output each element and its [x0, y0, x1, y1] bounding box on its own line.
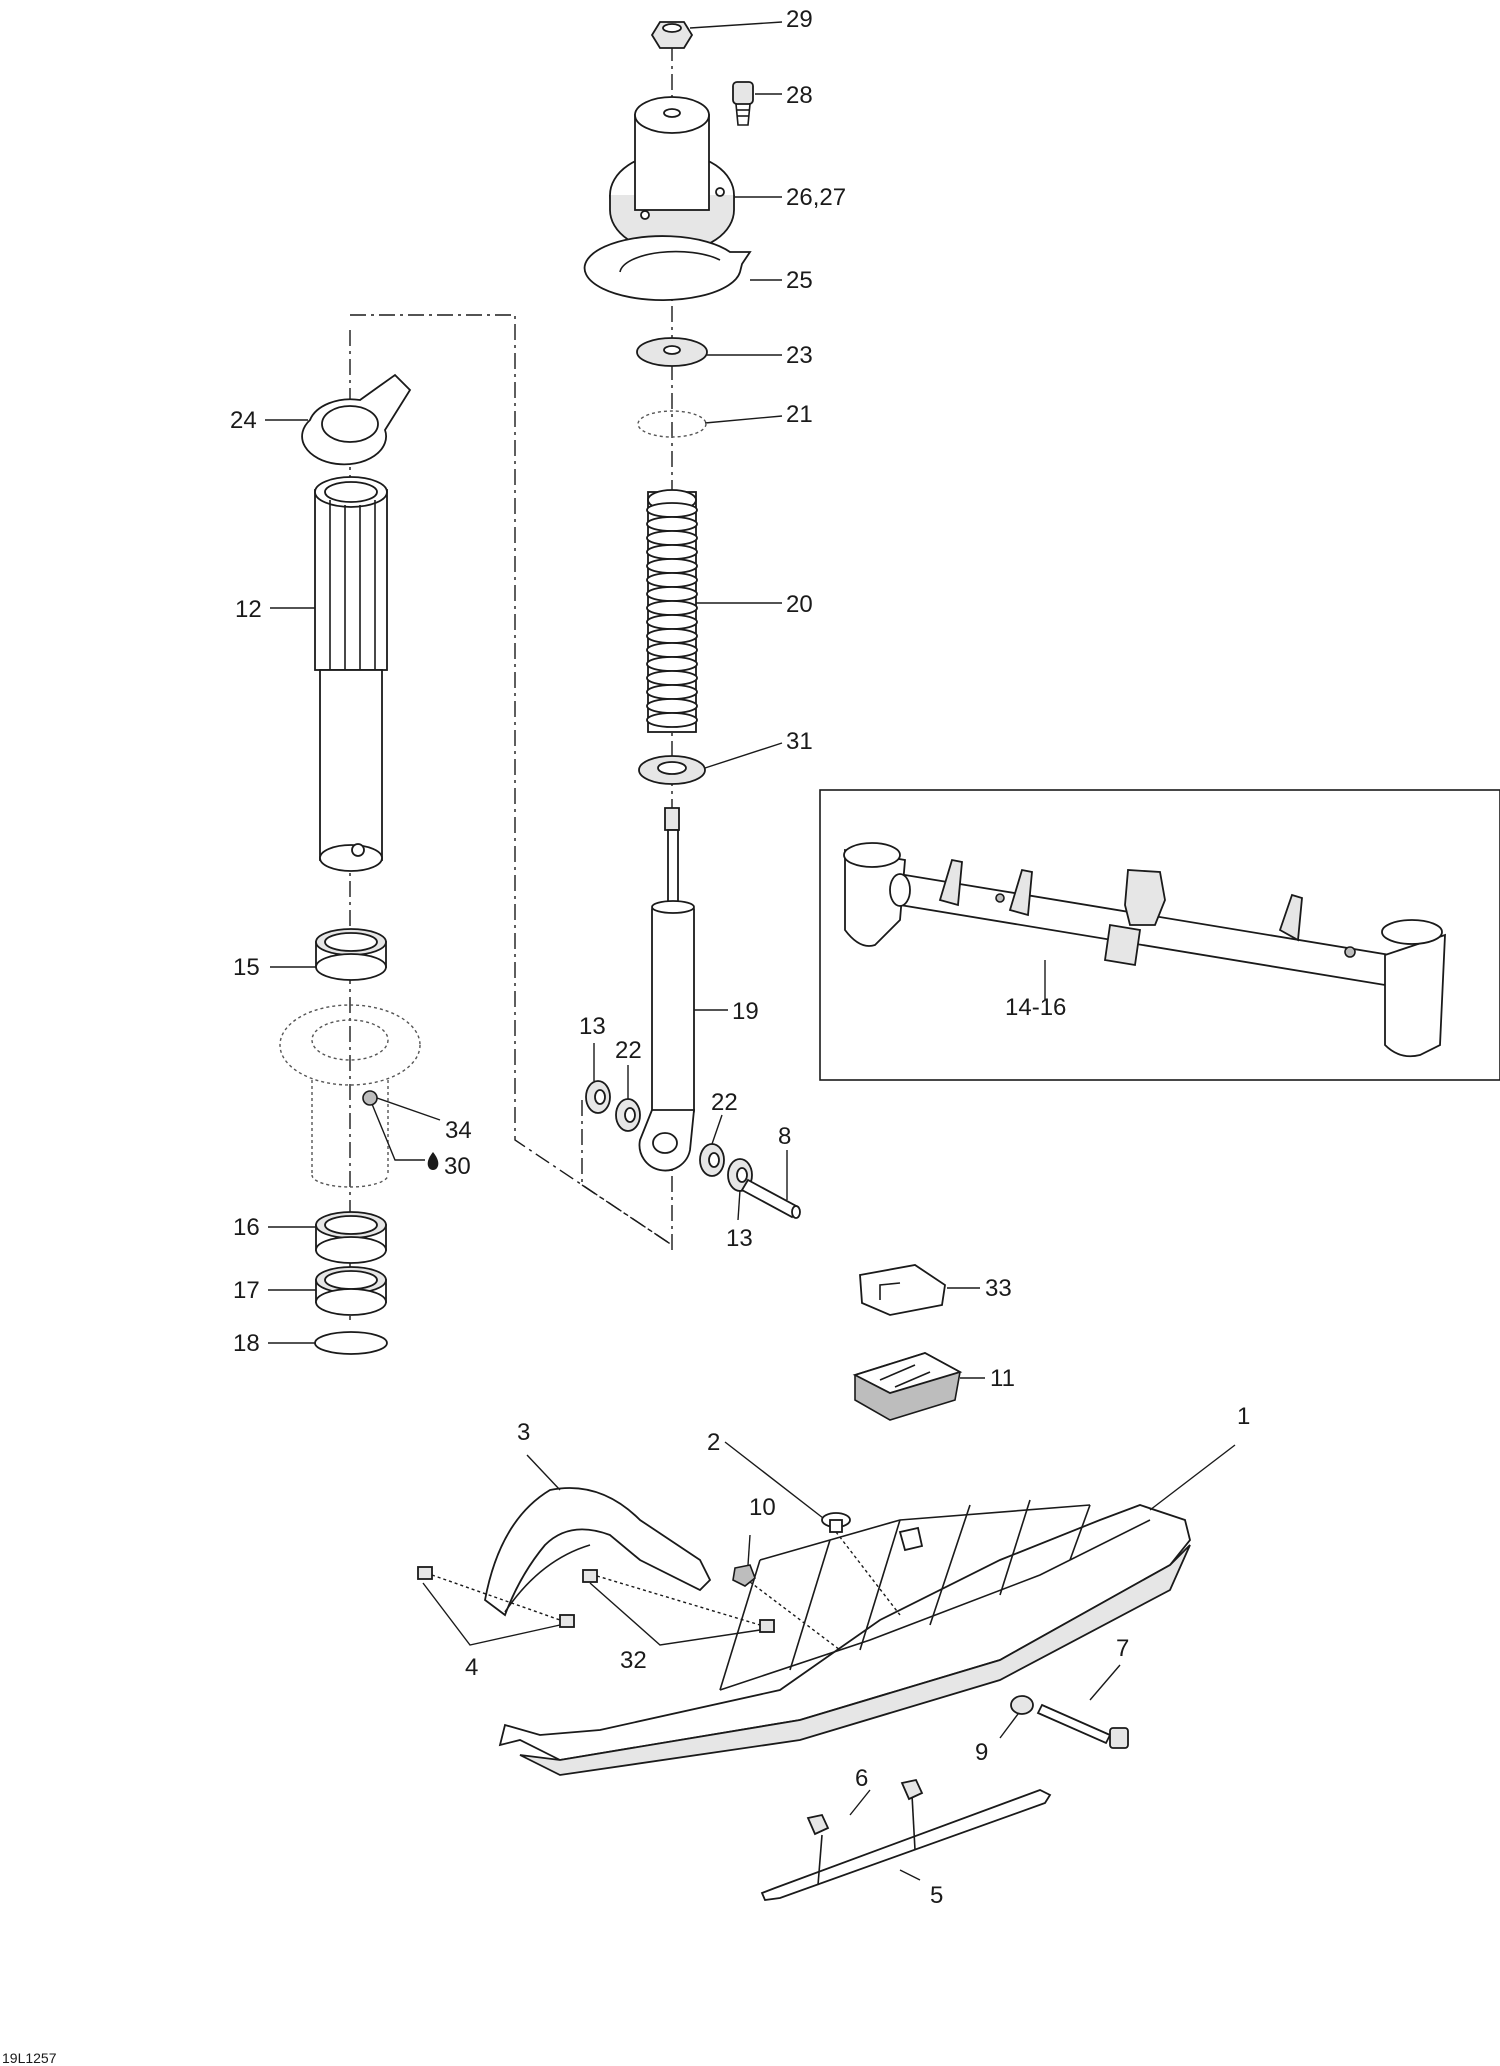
dotted-guide: [835, 1531, 901, 1616]
leader-lines: [265, 21, 1236, 1881]
part-26-27-cap: [609, 96, 735, 253]
part-7-bolt: [1036, 1703, 1129, 1749]
spring-coil: [646, 558, 698, 574]
part-25-ring: [583, 235, 752, 301]
spring-coil: [646, 516, 698, 532]
spring-coil: [646, 572, 698, 588]
part-3-handle: [484, 1487, 712, 1617]
callout-18: 18: [233, 1330, 260, 1357]
part-24-wrench: [301, 373, 412, 466]
spring-coil: [646, 614, 698, 630]
connector-dash-3: [581, 1184, 673, 1246]
inset-frame-14-16[interactable]: [819, 789, 1500, 1081]
callout-17: 17: [233, 1277, 260, 1304]
callout-34: 34: [445, 1117, 472, 1144]
dotted-guide: [431, 1574, 561, 1621]
spring-coil: [646, 712, 698, 728]
callout-13-upper: 13: [579, 1013, 606, 1040]
part-2-washer: [821, 1512, 851, 1533]
part-12-tube[interactable]: [314, 476, 388, 872]
callout-32: 32: [620, 1647, 647, 1674]
callout-4: 4: [465, 1654, 478, 1681]
part-4-bolts: [417, 1566, 575, 1628]
part-13-washer-left: [585, 1080, 611, 1114]
part-6-nuts: [806, 1778, 924, 1836]
part-22-bushing-right: [699, 1143, 725, 1177]
callout-13-lower: 13: [726, 1225, 753, 1252]
spring-coil: [646, 656, 698, 672]
callout-30: 30: [444, 1153, 471, 1180]
callout-21: 21: [786, 401, 813, 428]
callout-31: 31: [786, 728, 813, 755]
part-11-block: [852, 1352, 963, 1421]
callout-10: 10: [749, 1494, 776, 1521]
callout-1: 1: [1237, 1403, 1250, 1430]
part-18-circlip: [314, 1331, 388, 1355]
callout-labels: 29 28 26,27 25 23 21 24 12 20 31 15 19 1…: [2, 6, 1250, 2066]
part-1-ski[interactable]: [498, 1499, 1191, 1776]
callout-8: 8: [778, 1123, 791, 1150]
spring-coil: [646, 502, 698, 518]
ski-insert: [898, 1526, 924, 1552]
callout-2: 2: [707, 1429, 720, 1456]
callout-16: 16: [233, 1214, 260, 1241]
callout-22-lower: 22: [711, 1089, 738, 1116]
callout-28: 28: [786, 82, 813, 109]
spring-coil: [646, 684, 698, 700]
part-34-fitting: [362, 1090, 378, 1106]
dotted-guide: [596, 1575, 761, 1626]
callout-7: 7: [1116, 1635, 1129, 1662]
callout-33: 33: [985, 1275, 1012, 1302]
dotted-guide: [749, 1581, 841, 1651]
part-13-washer-right: [727, 1158, 753, 1192]
callout-11: 11: [990, 1365, 1015, 1392]
spring-coil: [646, 642, 698, 658]
callout-23: 23: [786, 342, 813, 369]
callout-14-16: 14-16: [1005, 994, 1066, 1021]
diagram-code: 19L1257: [2, 2050, 57, 2066]
callout-6: 6: [855, 1765, 868, 1792]
callout-20: 20: [786, 591, 813, 618]
callout-15: 15: [233, 954, 260, 981]
part-23-washer: [636, 337, 708, 367]
part-19-shock[interactable]: [638, 807, 695, 1172]
part-5-runner: [760, 1789, 1052, 1901]
spring-coil: [646, 586, 698, 602]
part-17-bearing: [315, 1266, 387, 1316]
spring-coil: [646, 600, 698, 616]
callout-5: 5: [930, 1882, 943, 1909]
spring-coil: [646, 698, 698, 714]
callout-29: 29: [786, 6, 813, 33]
oil-drop-icon: [427, 1152, 439, 1170]
callout-3: 3: [517, 1419, 530, 1446]
part-31-washer: [638, 755, 706, 785]
part-22-bushing-left: [615, 1098, 641, 1132]
callout-24: 24: [230, 407, 257, 434]
part-9-washer: [1010, 1695, 1034, 1715]
callout-22-upper: 22: [615, 1037, 642, 1064]
spring-coil: [646, 670, 698, 686]
callout-19: 19: [732, 998, 759, 1025]
callout-26-27: 26,27: [786, 184, 846, 211]
part-15-bearing: [315, 928, 387, 981]
callout-25: 25: [786, 267, 813, 294]
callout-9: 9: [975, 1739, 988, 1766]
part-16-bearing: [315, 1211, 387, 1264]
spring-coil: [646, 628, 698, 644]
spring-coil: [646, 530, 698, 546]
part-8-bolt: [740, 1178, 801, 1219]
part-20-spring[interactable]: [646, 489, 698, 733]
part-29-nut: [650, 21, 694, 49]
part-21-clip: [637, 410, 707, 438]
callout-12: 12: [235, 596, 262, 623]
spring-coil: [646, 544, 698, 560]
ghost-housing: [279, 1004, 421, 1188]
part-33-plate: [859, 1264, 946, 1316]
part-28-screw: [732, 81, 754, 126]
